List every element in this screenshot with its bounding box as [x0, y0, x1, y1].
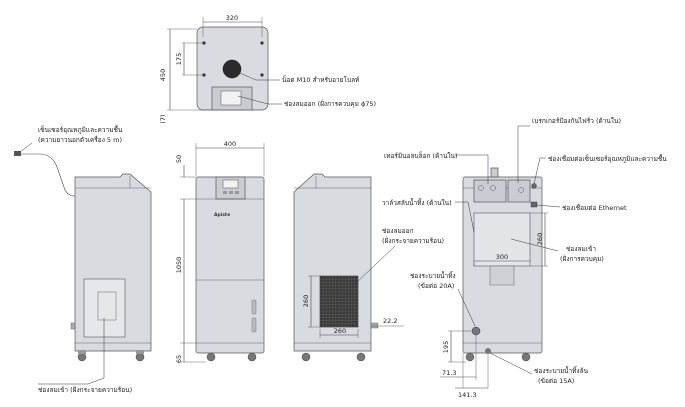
front-50-dim: 50 — [175, 155, 183, 163]
top-exhaust-port — [222, 59, 242, 79]
sensor-cable-label: (ความยาวนอกตัวเครื่อง 5 m) — [38, 135, 122, 144]
caster — [521, 352, 531, 362]
left-side-view: เซ็นเซอร์อุณหภูมิและความชื้น (ความยาวนอก… — [14, 125, 152, 394]
side-22-dim: 22.2 — [383, 317, 397, 325]
top-bolt-label: น็อต M10 สำหรับอายโบลท์ — [282, 75, 359, 84]
breaker-box — [507, 179, 531, 203]
drain-size-label: (ข้อต่อ 20A) — [418, 282, 454, 290]
back-air-inlet — [473, 212, 531, 267]
side-260h-dim: 260 — [302, 295, 310, 307]
front-width-dim: 400 — [224, 140, 236, 148]
front-button[interactable] — [223, 191, 227, 194]
left-air-inlet — [83, 278, 126, 338]
air-in-side-label: (ฝั่งการควบคุม) — [560, 254, 604, 263]
top-view-display — [220, 90, 242, 106]
sensor-connector[interactable] — [531, 183, 537, 189]
valve-label: วาล์วสลับน้ำทิ้ง (ด้านใน) — [382, 198, 452, 207]
front-65-dim: 65 — [175, 355, 183, 363]
breaker-label: เบรกเกอร์ป้องกันไฟรั่ว (ด้านใน) — [532, 116, 621, 125]
eyebolt-nut — [202, 41, 206, 45]
sensor-cable — [20, 153, 76, 197]
back-71-dim: 71.3 — [442, 369, 456, 377]
top-7-dim: (7) — [159, 114, 167, 123]
air-out-side-label: (ฝั่งกระจายความร้อน) — [382, 236, 444, 245]
eyebolt-nut — [260, 73, 264, 77]
top-exhaust-label: ช่องลมออก (ฝั่งการควบคุม ϕ75) — [284, 99, 376, 108]
right-side-view: 260 260 22.2 ช่องลมออก (ฝั่งกระจายความร้… — [293, 173, 444, 362]
caster — [77, 352, 87, 362]
terminal-block — [473, 179, 507, 203]
back-260-dim: 260 — [536, 233, 544, 245]
terminal-label: เทอร์มินอลบล็อก (ด้านใน) — [384, 151, 458, 160]
front-1050-dim: 1050 — [175, 257, 183, 274]
front-brand-logo: Apiste — [214, 212, 230, 218]
overflow-label: ช่องระบายน้ำทิ้งล้น — [534, 366, 589, 375]
side-260w-dim: 260 — [334, 327, 346, 335]
air-out-label: ช่องลมออก — [382, 227, 414, 235]
front-display — [222, 179, 239, 189]
eyebolt-nut — [202, 73, 206, 77]
top-width-dim: 320 — [226, 14, 238, 22]
front-button[interactable] — [235, 191, 239, 194]
eyebolt-nut — [260, 41, 264, 45]
caster — [206, 352, 216, 362]
back-view: 300 260 195 71.3 141.3 เบรกเกอร์ป้องกันไ… — [382, 116, 667, 399]
right-pipe-fitting — [370, 322, 379, 329]
top-depth-dim: 450 — [159, 69, 167, 81]
back-300-dim: 300 — [496, 253, 508, 261]
overflow-size-label: (ข้อต่อ 15A) — [538, 377, 574, 385]
drain-port — [471, 326, 481, 336]
left-inlet-label: ช่องลมเข้า (ฝั่งกระจายความร้อน) — [38, 385, 132, 394]
sensor-probe — [14, 151, 21, 156]
caster — [465, 352, 475, 362]
sensor-conn-label: ช่องเชื่อมต่อเซ็นเซอร์อุณหภูมิและความชื้… — [548, 154, 667, 163]
air-in-label: ช่องลมเข้า — [566, 245, 596, 253]
ethernet-label: ช่องเชื่อมต่อ Ethernet — [562, 203, 627, 212]
back-141-dim: 141.3 — [458, 391, 477, 399]
top-175-dim: 175 — [175, 53, 183, 65]
overflow-port — [485, 348, 491, 354]
top-view: 320 450 175 (7) น็อต M10 สำหรับอายโบลท์ … — [159, 14, 376, 124]
sensor-label: เซ็นเซอร์อุณหภูมิและความชื้น — [38, 125, 123, 134]
front-button[interactable] — [229, 191, 233, 194]
caster — [356, 352, 366, 362]
back-195-dim: 195 — [442, 341, 450, 353]
caster — [301, 352, 311, 362]
front-view: Apiste 400 50 1050 65 — [175, 140, 265, 363]
drain-label: ช่องระบายน้ำทิ้ง — [410, 271, 456, 280]
caster — [135, 352, 145, 362]
ethernet-port[interactable] — [530, 201, 538, 208]
caster — [247, 352, 257, 362]
